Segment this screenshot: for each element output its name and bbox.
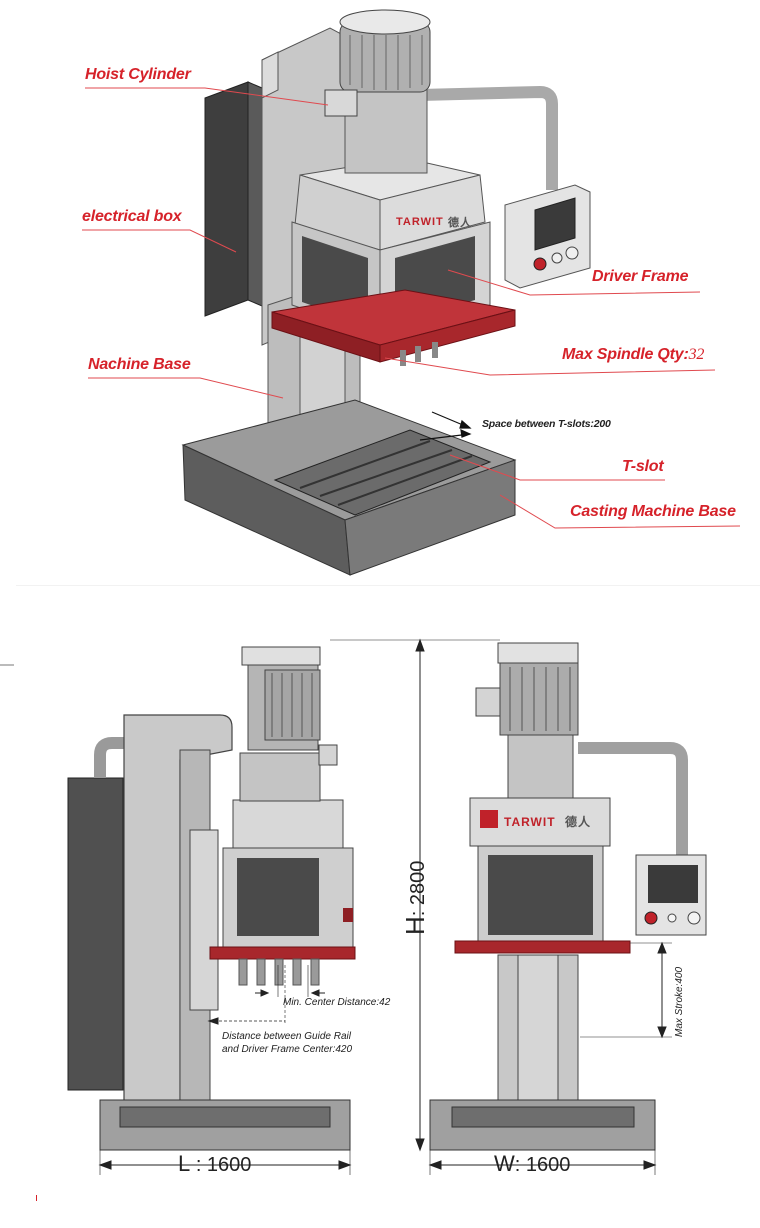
min-center-distance-label: Min. Center Distance:42: [283, 997, 391, 1008]
orthographic-machine-diagram: TARWIT 德人 H: 2800 L : 1600 W: 1600 Min. …: [0, 585, 760, 1228]
top-brand-logo-cn: 德人: [448, 217, 472, 229]
orthographic-machine-drawing: [0, 585, 760, 1201]
width-symbol: W: [494, 1151, 515, 1176]
side-brand-logo-cn: 德人: [565, 815, 592, 829]
side-brand-logo: TARWIT: [504, 815, 556, 829]
top-brand-logo: TARWIT: [396, 216, 444, 228]
space-between-tslots-label: Space between T-slots:200: [482, 418, 611, 430]
t-slot-label: T-slot: [622, 458, 664, 475]
isometric-machine-diagram: TARWIT 德人 Hoist Cylinder electrical box …: [0, 0, 760, 585]
max-spindle-qty-value: 32: [688, 346, 705, 363]
length-value: : 1600: [195, 1154, 252, 1176]
callout-leaders: [82, 87, 741, 529]
electrical-box-label: electrical box: [82, 208, 182, 225]
guide-rail-distance-line2: and Driver Frame Center:420: [222, 1044, 353, 1055]
casting-base-shape: [181, 399, 517, 576]
hoist-cylinder-label: Hoist Cylinder: [85, 66, 191, 83]
tslot-spacing-arrows: [419, 411, 472, 441]
electrical-box-shape: [204, 81, 263, 317]
control-arm-shape: [419, 85, 591, 289]
driver-head-shape: [271, 157, 516, 366]
casting-machine-base-label: Casting Machine Base: [570, 503, 736, 520]
dimension-lines: [98, 638, 672, 1175]
driver-frame-label: Driver Frame: [592, 268, 689, 285]
height-symbol: H: [400, 916, 430, 935]
front-view: [429, 642, 707, 1151]
length-dimension-label: L : 1600: [178, 1151, 251, 1177]
length-symbol: L: [178, 1151, 191, 1176]
width-dimension-label: W: 1600: [494, 1151, 570, 1177]
max-spindle-qty-label: Max Spindle Qty:32: [562, 346, 704, 364]
side-view: [67, 646, 356, 1151]
isometric-machine-drawing: [82, 9, 741, 576]
max-stroke-label: Max Stroke:400: [674, 966, 685, 1037]
width-value: : 1600: [514, 1154, 571, 1176]
guide-rail-distance-line1: Distance between Guide Rail: [222, 1031, 351, 1042]
height-value: : 2800: [407, 860, 429, 917]
motor-shape: [324, 9, 431, 174]
nachine-base-label: Nachine Base: [88, 356, 191, 373]
corner-mark: [36, 1195, 37, 1201]
max-spindle-qty-text: Max Spindle Qty:: [562, 346, 689, 363]
height-dimension-label: H: 2800: [400, 861, 431, 935]
